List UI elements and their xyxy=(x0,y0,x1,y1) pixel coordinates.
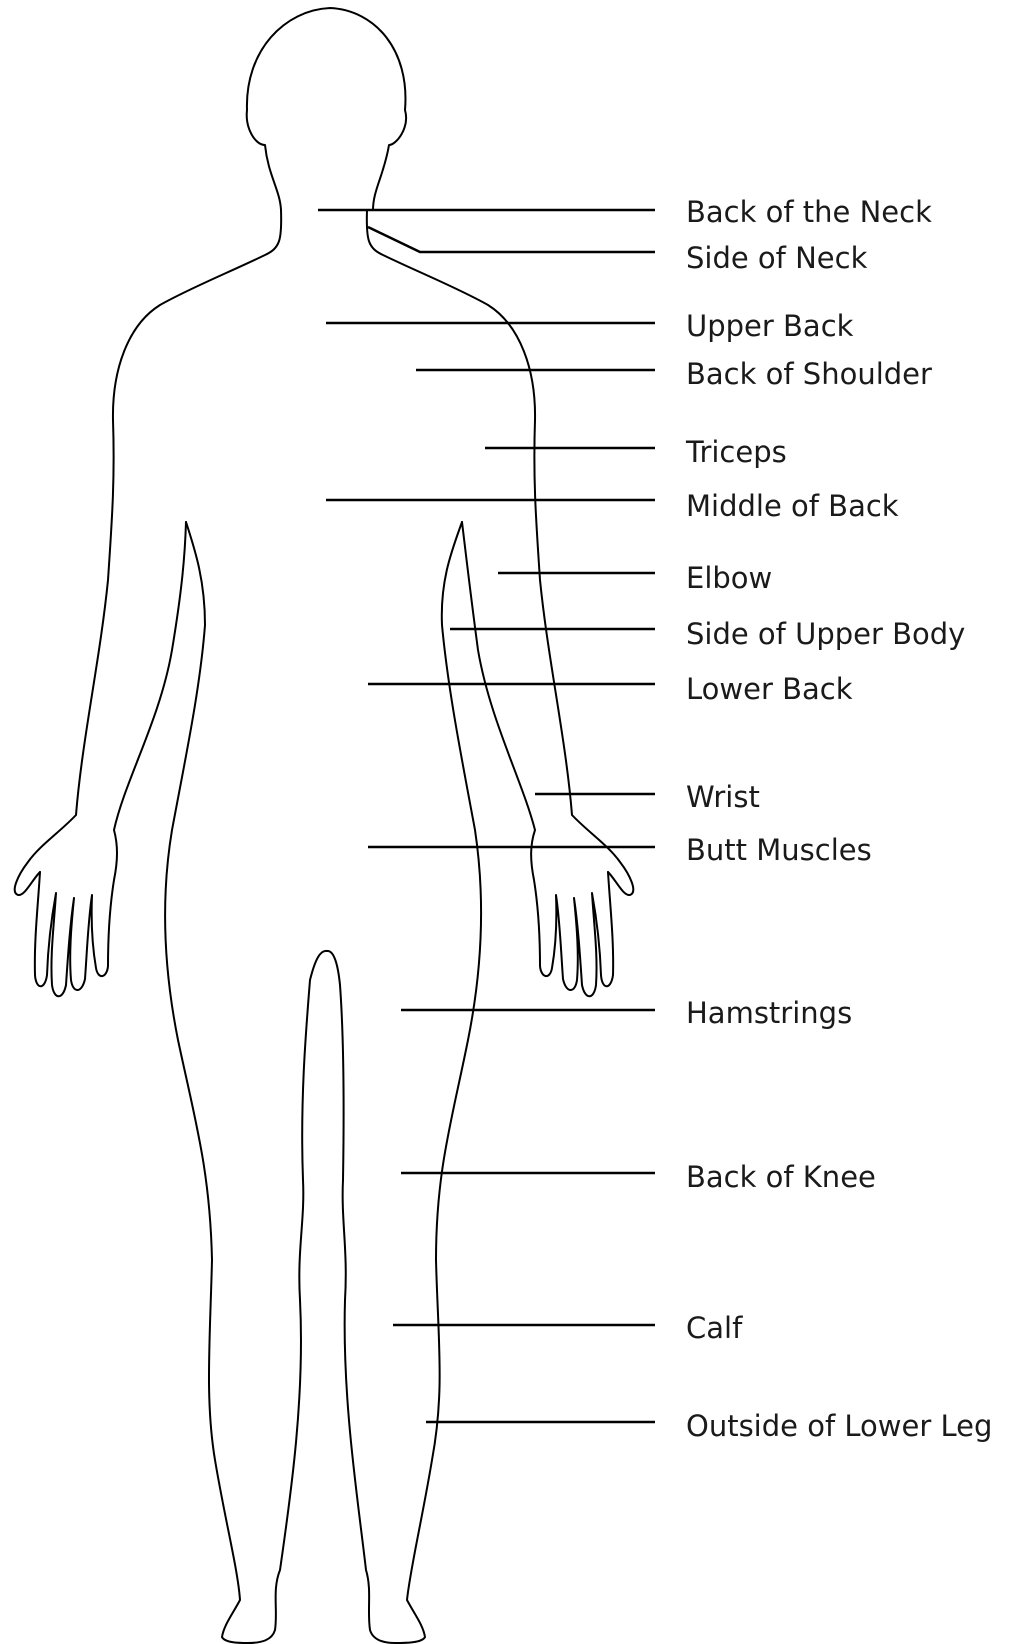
label-calf: Calf xyxy=(686,1311,743,1345)
label-middle-of-back: Middle of Back xyxy=(686,489,899,523)
label-upper-back: Upper Back xyxy=(686,309,854,343)
label-back-of-neck: Back of the Neck xyxy=(686,195,932,229)
label-elbow: Elbow xyxy=(686,561,772,595)
label-side-of-upper-body: Side of Upper Body xyxy=(686,617,965,651)
left-hand-fingers xyxy=(35,522,186,996)
left-leg-inner xyxy=(248,951,395,1643)
label-back-of-shoulder: Back of Shoulder xyxy=(686,357,932,391)
right-arm-outer xyxy=(367,210,633,895)
label-lower-back: Lower Back xyxy=(686,672,853,706)
label-hamstrings: Hamstrings xyxy=(686,996,852,1030)
left-inner-arm-gap xyxy=(165,522,248,1643)
label-triceps: Triceps xyxy=(685,435,787,469)
label-back-of-knee: Back of Knee xyxy=(686,1160,876,1194)
leader-side-of-neck xyxy=(368,227,655,252)
right-inner-arm-gap xyxy=(462,522,613,996)
label-butt-muscles: Butt Muscles xyxy=(686,833,872,867)
label-wrist: Wrist xyxy=(686,780,760,814)
leader-lines xyxy=(318,210,655,1422)
labels: Back of the Neck Side of Neck Upper Back… xyxy=(685,195,992,1443)
right-leg-outer xyxy=(395,522,481,1643)
label-outside-of-lower-leg: Outside of Lower Leg xyxy=(686,1409,992,1443)
head-outline xyxy=(247,8,406,210)
label-side-of-neck: Side of Neck xyxy=(686,241,868,275)
left-arm-outer xyxy=(15,210,281,895)
